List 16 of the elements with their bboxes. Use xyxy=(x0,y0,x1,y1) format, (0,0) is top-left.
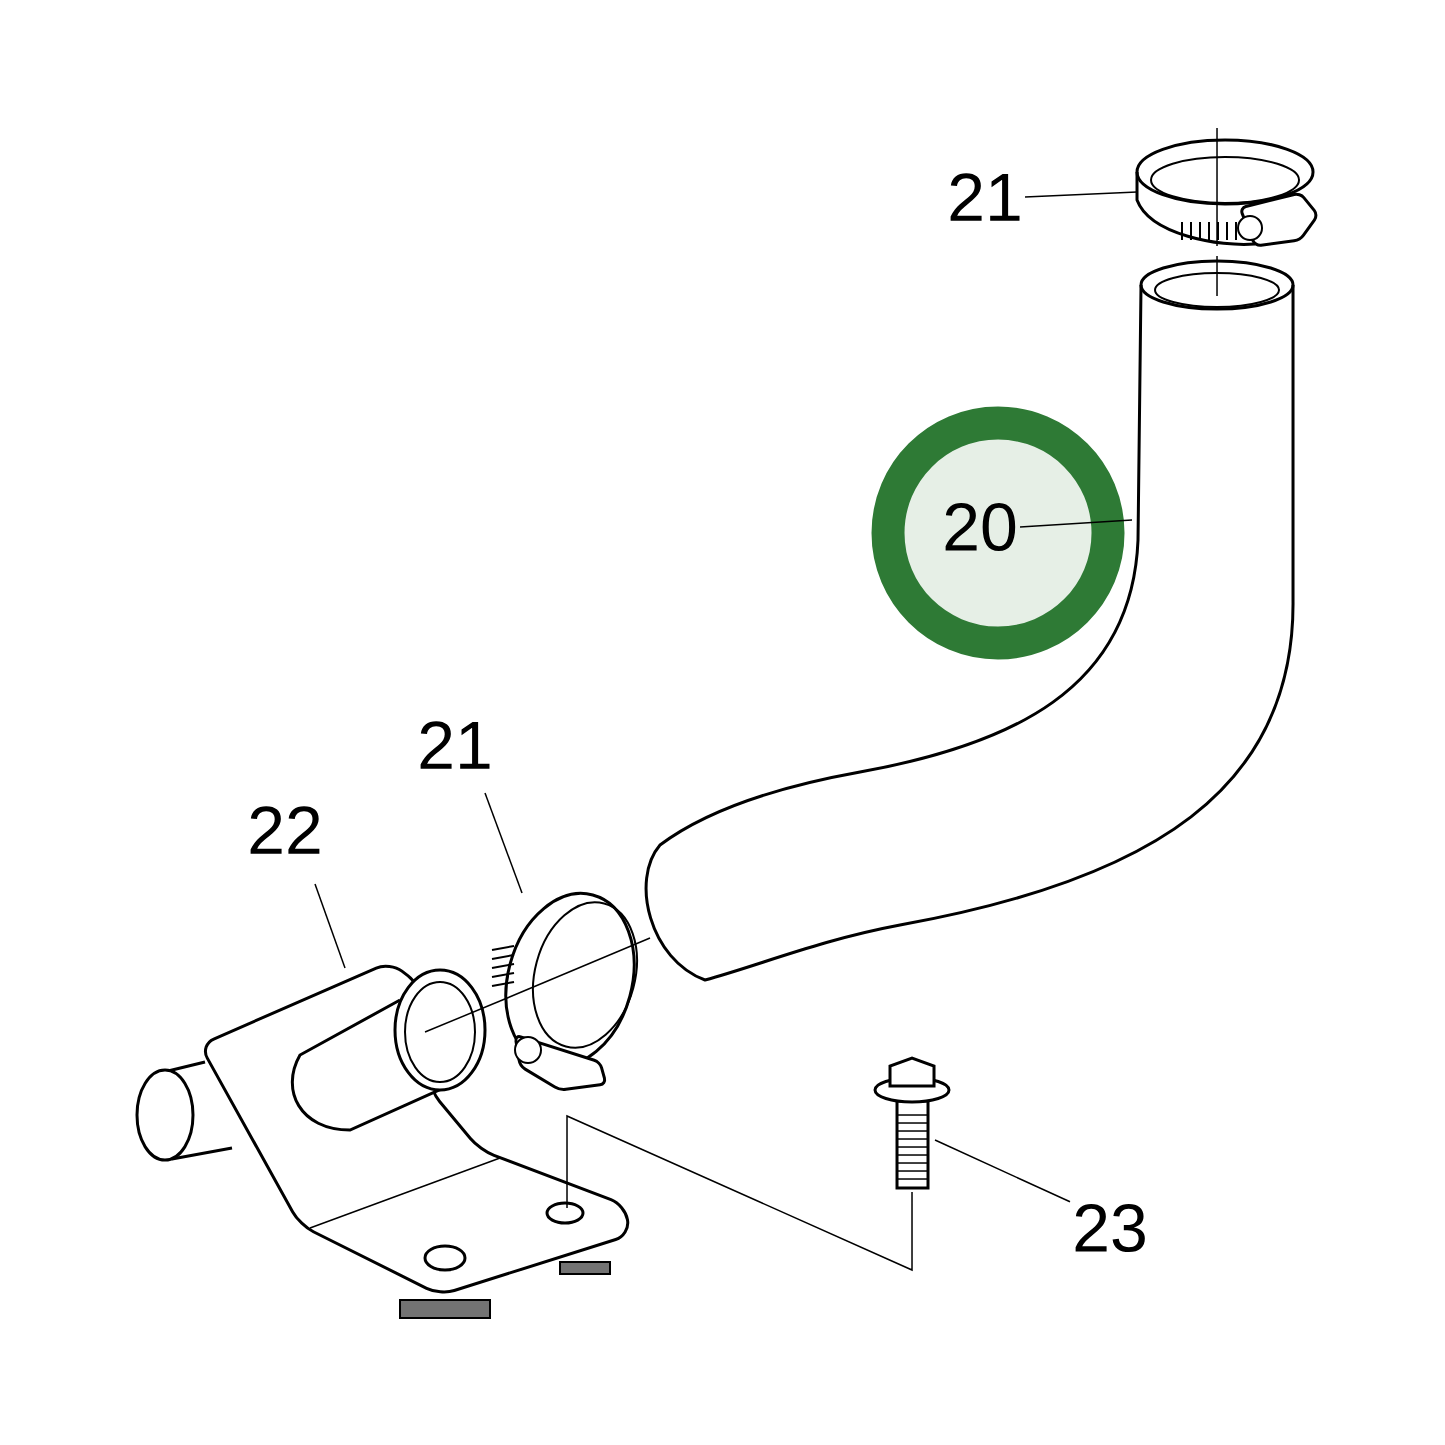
callout-number: 21 xyxy=(420,721,490,769)
axis-line xyxy=(424,1000,501,1033)
bolt-drawing xyxy=(873,1056,951,1190)
leader-line xyxy=(314,883,346,969)
leader-line xyxy=(1019,519,1133,528)
hose-clamp-drawing xyxy=(1135,138,1318,247)
callout-number: 22 xyxy=(250,806,320,854)
leader-line xyxy=(484,792,523,894)
callout-number: 21 xyxy=(950,173,1020,221)
leader-line xyxy=(934,1139,1071,1203)
bracket-drawing xyxy=(135,964,630,1319)
callout-number: 23 xyxy=(1075,1203,1145,1253)
leader-line xyxy=(1024,191,1138,198)
hose-clamp-drawing xyxy=(491,892,638,1091)
hose-drawing xyxy=(644,259,1295,982)
alignment-line xyxy=(566,1114,913,1272)
